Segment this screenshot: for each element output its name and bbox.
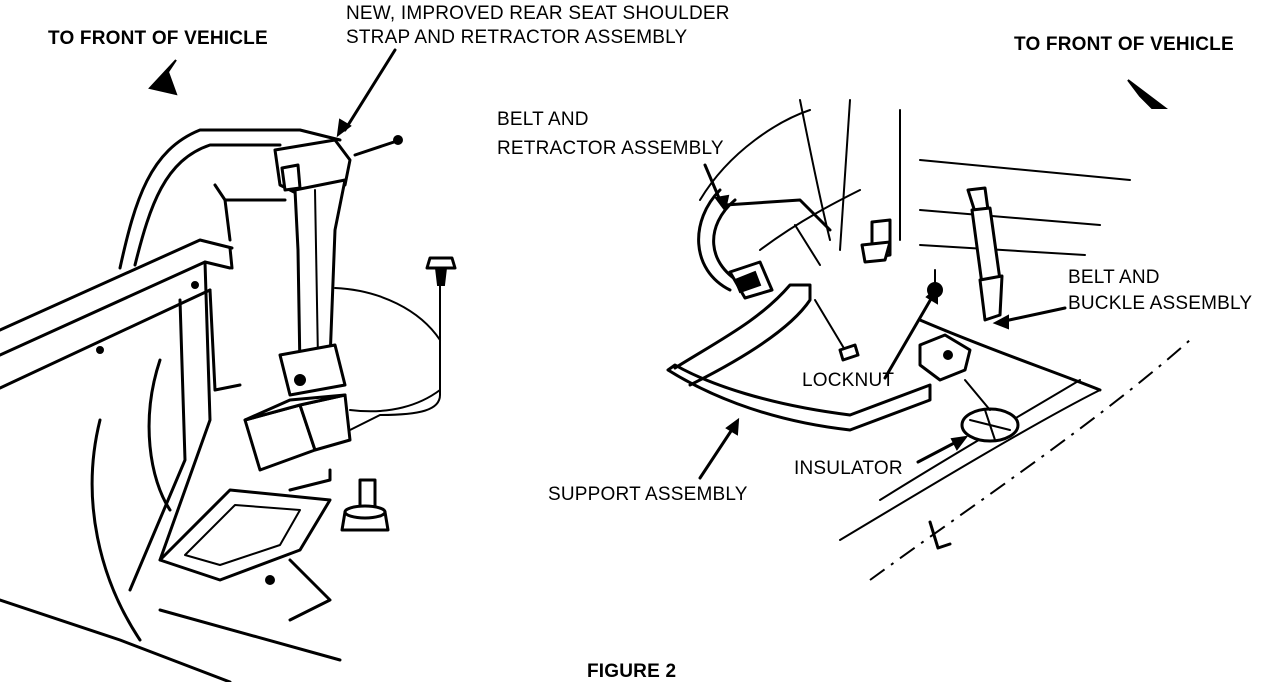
insulator-label: INSULATOR (794, 458, 903, 479)
right-support-assembly (666, 283, 932, 432)
leader-support (698, 423, 737, 480)
new-strap-label-line1: NEW, IMPROVED REAR SEAT SHOULDER (346, 3, 730, 24)
new-strap-label-line2: STRAP AND RETRACTOR ASSEMBLY (346, 27, 688, 48)
belt-buckle-label-line2: BUCKLE ASSEMBLY (1068, 293, 1253, 314)
front-of-vehicle-label-right: TO FRONT OF VEHICLE (1014, 34, 1234, 55)
leader-belt-buckle (998, 306, 1067, 324)
belt-retractor-label-line2: RETRACTOR ASSEMBLY (497, 138, 724, 159)
leader-new-strap (343, 48, 397, 132)
support-assembly-label: SUPPORT ASSEMBLY (548, 484, 748, 505)
left-front-arrow-icon (148, 59, 178, 96)
locknut-label: LOCKNUT (802, 370, 895, 391)
figure-caption: FIGURE 2 (587, 661, 677, 682)
leader-insulator (916, 438, 962, 464)
front-of-vehicle-label-left: TO FRONT OF VEHICLE (48, 28, 268, 49)
right-belt-retractor (697, 188, 832, 300)
right-belt-buckle (918, 186, 1020, 443)
left-seat-frame (0, 128, 441, 682)
belt-buckle-label-line1: BELT AND (1068, 267, 1160, 288)
belt-retractor-label-line1: BELT AND (497, 109, 589, 130)
leader-locknut (883, 290, 937, 380)
right-front-arrow-icon (1127, 79, 1168, 109)
left-shoulder-strap-retractor (96, 135, 457, 585)
